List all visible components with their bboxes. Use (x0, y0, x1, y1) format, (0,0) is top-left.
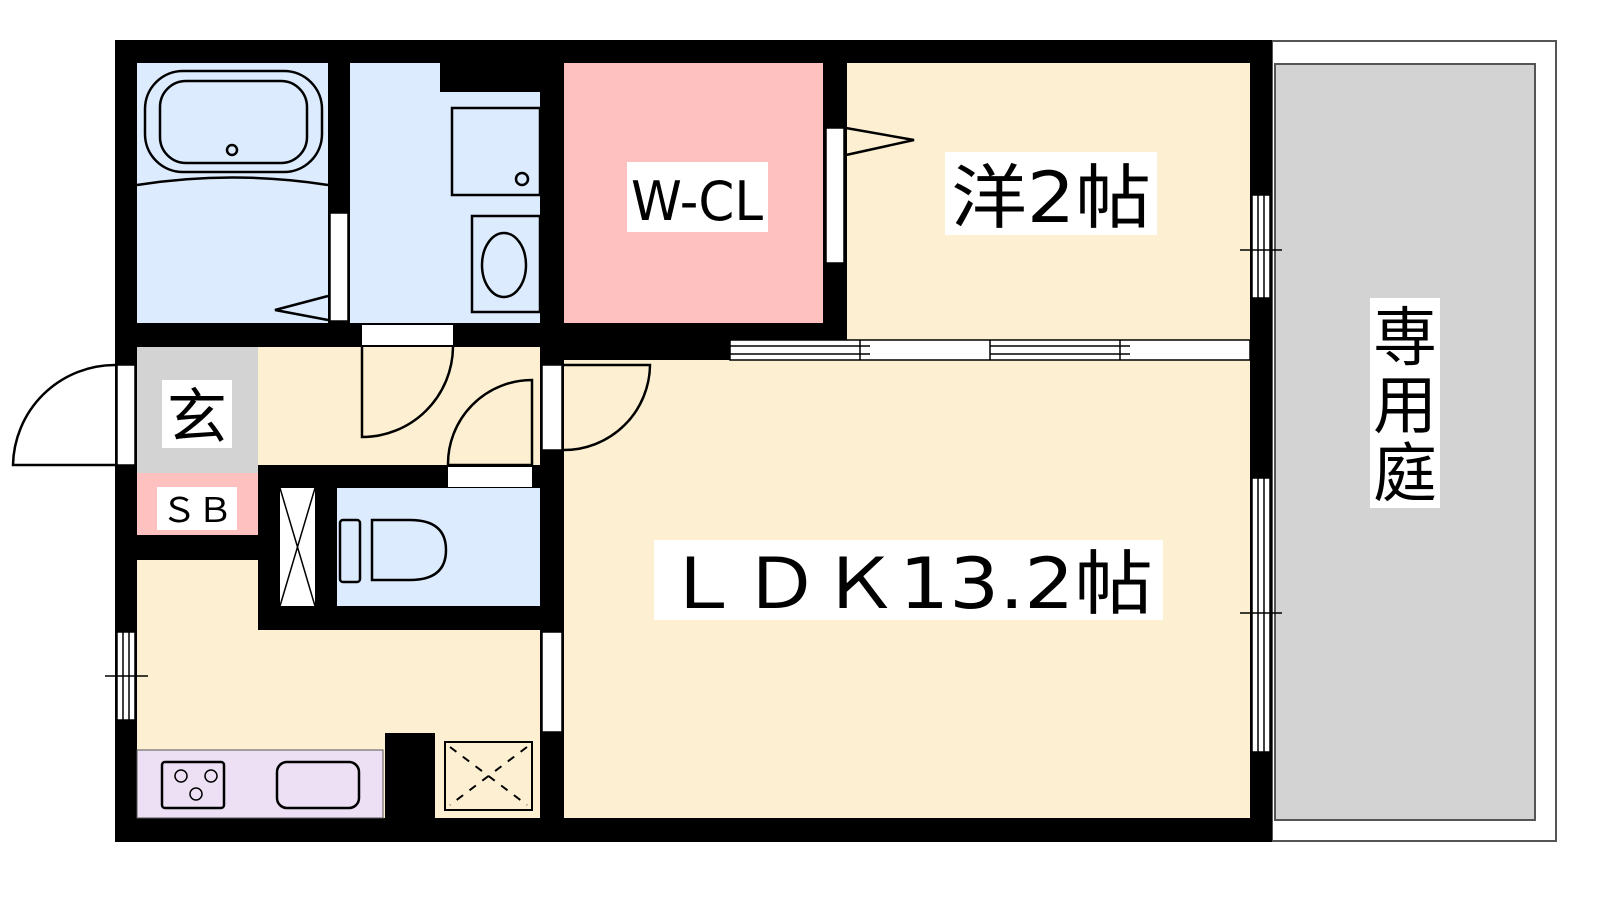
partition-lines (730, 340, 1130, 360)
window-lines (1240, 478, 1282, 752)
bathtub-inner (158, 79, 309, 165)
label-bg (945, 152, 1157, 235)
burner (189, 787, 203, 801)
window-lines (105, 632, 148, 720)
garden-label-2: 用 (1373, 370, 1437, 444)
fridge-space (444, 741, 533, 811)
hallway (258, 347, 540, 465)
bathtub-icon (143, 69, 324, 174)
label-bg (162, 380, 232, 448)
western-room-label: 洋2帖 (951, 157, 1151, 239)
burner (204, 769, 218, 783)
door-swing (845, 126, 915, 157)
storage-cross (279, 487, 316, 607)
entrance-label: 玄 (167, 383, 227, 453)
label-bg (1370, 298, 1440, 508)
toilet-room (337, 488, 540, 606)
bath-door[interactable] (329, 212, 349, 322)
window (1251, 477, 1271, 753)
door-swing (446, 378, 534, 467)
closet-door[interactable] (825, 127, 845, 264)
garden-label-3: 庭 (1373, 438, 1437, 512)
shoe-box-label: ＳＢ (161, 491, 233, 531)
window-lines (1240, 195, 1282, 298)
washer-icon (450, 106, 542, 197)
toilet-icon (370, 518, 448, 582)
sink-basin (480, 231, 528, 299)
bath-edge (136, 176, 329, 187)
toilet-tank (338, 518, 362, 584)
stove-icon (160, 760, 226, 810)
drain-icon (225, 143, 239, 157)
toilet-door[interactable] (448, 467, 532, 487)
door-swing (11, 363, 116, 467)
walk-in-closet-label: W-CL (631, 170, 763, 233)
washroom (350, 63, 540, 323)
ldk-door[interactable] (541, 364, 563, 451)
partition-post (708, 340, 730, 360)
garden-label-1: 専 (1373, 302, 1437, 376)
wall-notch (440, 63, 540, 92)
pillar (385, 733, 435, 818)
label-bg (627, 162, 768, 232)
washroom-door[interactable] (362, 325, 453, 345)
label-bg (654, 540, 1163, 620)
bathroom (137, 63, 328, 323)
door-swing (360, 346, 455, 439)
door-swing (563, 363, 652, 452)
door-swing (274, 294, 329, 322)
sink-icon (470, 214, 542, 314)
window (1251, 194, 1271, 299)
ldk-label: ＬＤＫ13.2帖 (663, 543, 1153, 625)
burner (174, 769, 188, 783)
fridge-cross (449, 746, 528, 806)
label-bg (157, 487, 237, 530)
kitchen-sink-icon (275, 760, 361, 810)
front-door[interactable] (116, 364, 136, 466)
washer-drain (514, 171, 530, 187)
kitchen-opening (541, 631, 563, 733)
